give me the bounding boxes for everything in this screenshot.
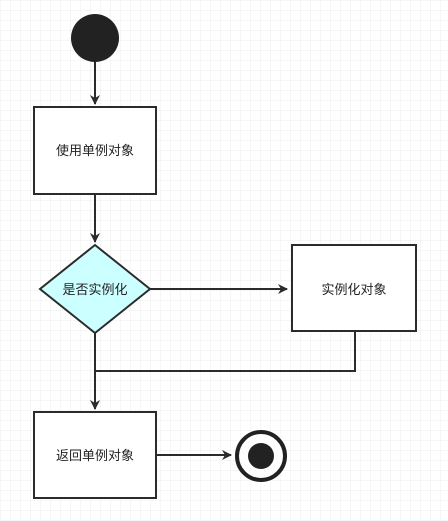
edge-instantiate-to-merge: [95, 331, 356, 372]
action-use-singleton-label: 使用单例对象: [56, 143, 134, 159]
action-instantiate-label: 实例化对象: [321, 283, 386, 298]
action-return-singleton-label: 返回单例对象: [56, 449, 134, 464]
final-node-dot: [248, 443, 274, 469]
action-instantiate: 实例化对象: [291, 244, 417, 332]
final-node: [235, 430, 287, 482]
action-use-singleton-box: [33, 106, 157, 195]
decision-label: 是否实例化: [62, 283, 127, 298]
action-instantiate-box: [291, 244, 417, 332]
initial-node: [71, 14, 119, 62]
action-return-singleton-box: [33, 411, 157, 499]
edges: [90, 62, 356, 460]
action-return-singleton: 返回单例对象: [33, 411, 157, 499]
action-use-singleton: 使用单例对象: [33, 106, 157, 195]
decision-is-instantiated: 是否实例化: [38, 243, 152, 335]
decision-diamond: [38, 243, 152, 335]
